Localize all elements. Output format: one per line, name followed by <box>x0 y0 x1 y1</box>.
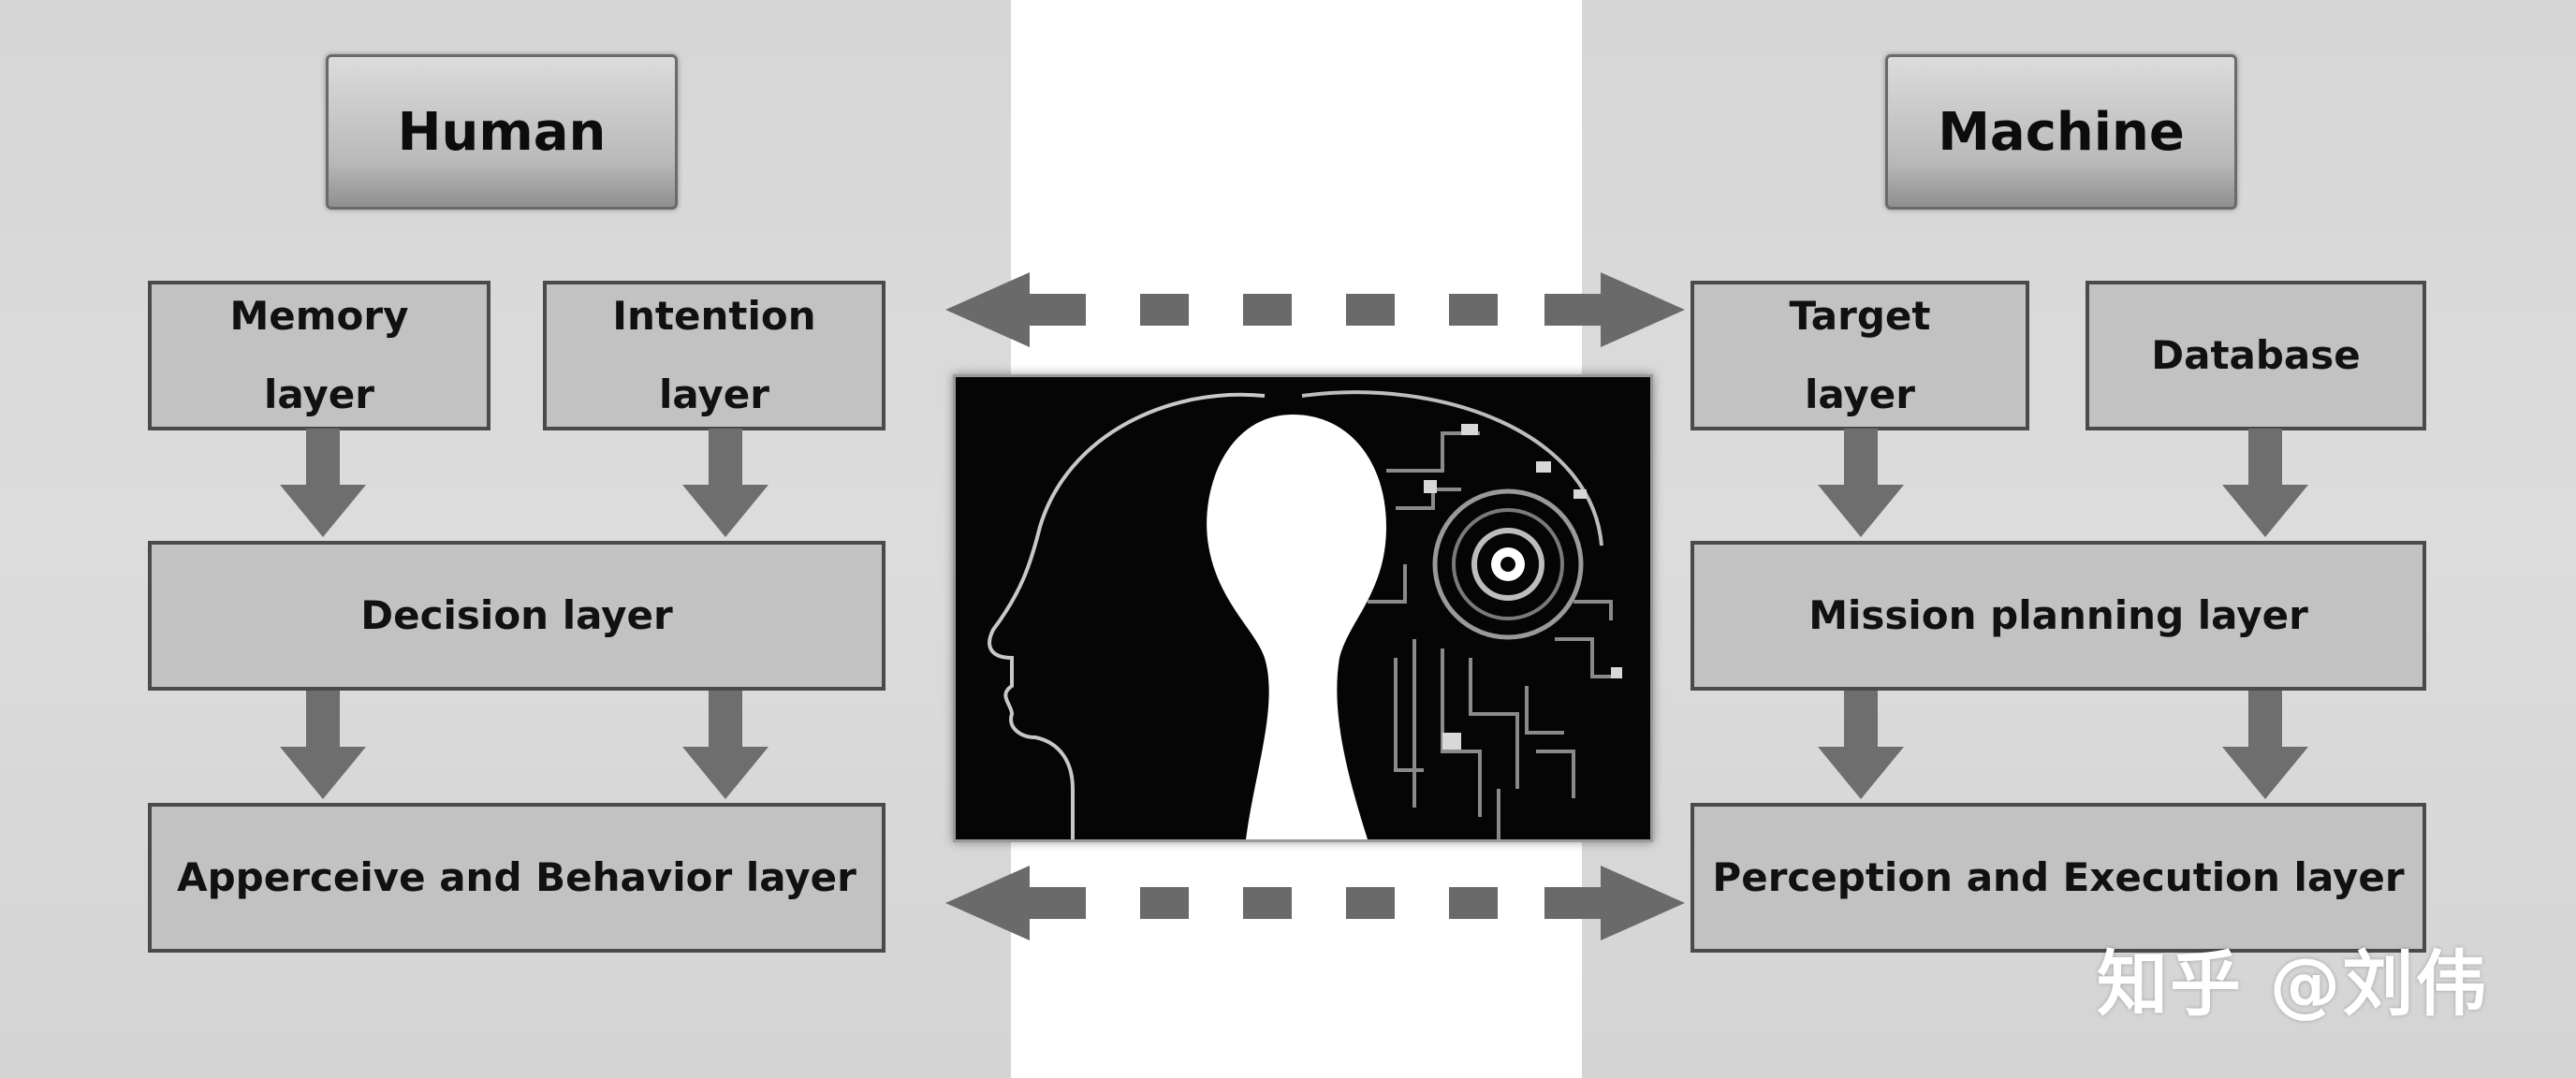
bidirectional-dashed-arrow-top <box>945 272 1685 347</box>
down-arrow-icon <box>280 691 366 799</box>
decision-layer-text: Decision layer <box>360 592 673 638</box>
target-layer-line1: Target <box>1789 293 1931 339</box>
database-box: Database <box>2086 281 2426 430</box>
human-title-text: Human <box>397 101 607 163</box>
bidirectional-dashed-arrow-bottom <box>945 866 1685 940</box>
down-arrow-icon <box>682 429 768 537</box>
target-layer-line2: layer <box>1804 371 1916 417</box>
down-arrow-icon <box>2222 691 2308 799</box>
down-arrow-icon <box>280 429 366 537</box>
memory-layer-line2: layer <box>263 371 375 417</box>
machine-title: Machine <box>1885 54 2237 210</box>
behavior-layer-box: Apperceive and Behavior layer <box>148 803 886 953</box>
mission-planning-layer-box: Mission planning layer <box>1690 541 2426 691</box>
down-arrow-icon <box>2222 429 2308 537</box>
memory-layer-box: Memory layer <box>148 281 490 430</box>
machine-title-text: Machine <box>1938 101 2185 163</box>
down-arrow-icon <box>1818 691 1904 799</box>
database-text: Database <box>2151 332 2361 378</box>
perception-execution-layer-text: Perception and Execution layer <box>1712 854 2405 900</box>
behavior-layer-text: Apperceive and Behavior layer <box>177 854 856 900</box>
memory-layer-line1: Memory <box>229 293 409 339</box>
intention-layer-line1: Intention <box>612 293 816 339</box>
intention-layer-box: Intention layer <box>543 281 886 430</box>
down-arrow-icon <box>682 691 768 799</box>
human-title: Human <box>326 54 678 210</box>
target-layer-box: Target layer <box>1690 281 2029 430</box>
down-arrow-icon <box>1818 429 1904 537</box>
watermark-text: 知乎 @刘伟 <box>2097 942 2489 1026</box>
perception-execution-layer-box: Perception and Execution layer <box>1690 803 2426 953</box>
human-machine-head-icon <box>953 374 1653 842</box>
mission-planning-layer-text: Mission planning layer <box>1808 592 2308 638</box>
decision-layer-box: Decision layer <box>148 541 886 691</box>
intention-layer-line2: layer <box>658 371 770 417</box>
